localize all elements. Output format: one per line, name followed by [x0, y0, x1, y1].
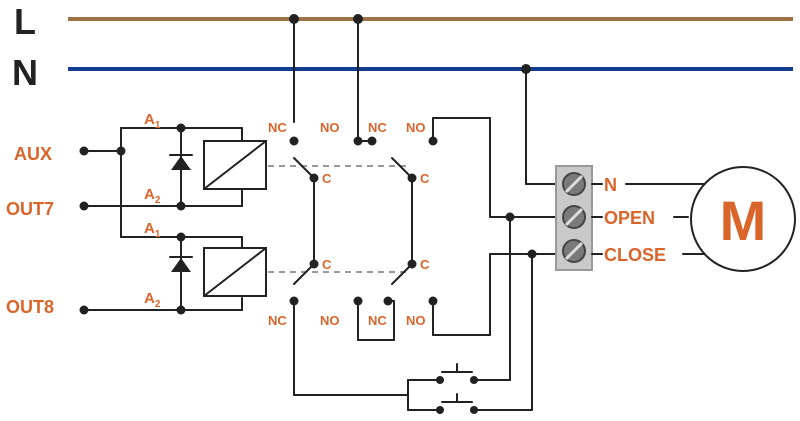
terminal-n-label: N [604, 175, 617, 195]
relay-2-a2-label: A2 [144, 290, 161, 310]
contact-set-4: C NC NO [357, 253, 559, 341]
c2-nc-label: NC [368, 120, 387, 135]
c3-c-label: C [322, 257, 332, 272]
relay-1-a2-label: A2 [144, 186, 161, 206]
c3-no-label: NO [320, 313, 340, 328]
c2-no-label: NO [406, 120, 426, 135]
c1-c-label: C [322, 171, 332, 186]
motor-circle [690, 166, 796, 272]
c3-nc-label: NC [268, 313, 287, 328]
motor-label: M [720, 189, 767, 252]
c2-c-label: C [420, 171, 430, 186]
c1-no-label: NO [320, 120, 340, 135]
line-n-label: N [12, 52, 38, 93]
diode-1-icon [171, 156, 191, 170]
terminal-screw-n-icon [562, 172, 586, 196]
supply-drops [289, 14, 559, 185]
contact-set-1: NC NO C [268, 120, 363, 263]
push-buttons [407, 212, 537, 414]
relay-1-a1-label: A1 [144, 111, 161, 131]
c1-nc-label: NC [268, 120, 287, 135]
terminal-screw-close-icon [562, 239, 586, 263]
out7-label: OUT7 [6, 199, 54, 219]
motor: M [690, 166, 796, 272]
relay-1: A1 A2 [144, 111, 267, 211]
push-button-open-icon [436, 363, 478, 384]
c4-no-label: NO [406, 313, 426, 328]
relay-2-a1-label: A1 [144, 220, 161, 240]
terminal-block [555, 165, 593, 271]
terminal-labels: N OPEN CLOSE [591, 175, 705, 265]
diode-2-icon [171, 258, 191, 272]
push-button-close-icon [436, 393, 478, 414]
terminal-screw-open-icon [562, 205, 586, 229]
terminal-close-label: CLOSE [604, 245, 666, 265]
contact-set-2: NC NO C [357, 117, 559, 263]
out8-label: OUT8 [6, 297, 54, 317]
c4-nc-label: NC [368, 313, 387, 328]
contact-set-3: C NC NO [268, 257, 409, 396]
aux-label: AUX [14, 144, 52, 164]
line-l-label: L [14, 1, 36, 42]
c4-c-label: C [420, 257, 430, 272]
relay-2: A1 A2 [144, 220, 267, 315]
terminal-open-label: OPEN [604, 208, 655, 228]
